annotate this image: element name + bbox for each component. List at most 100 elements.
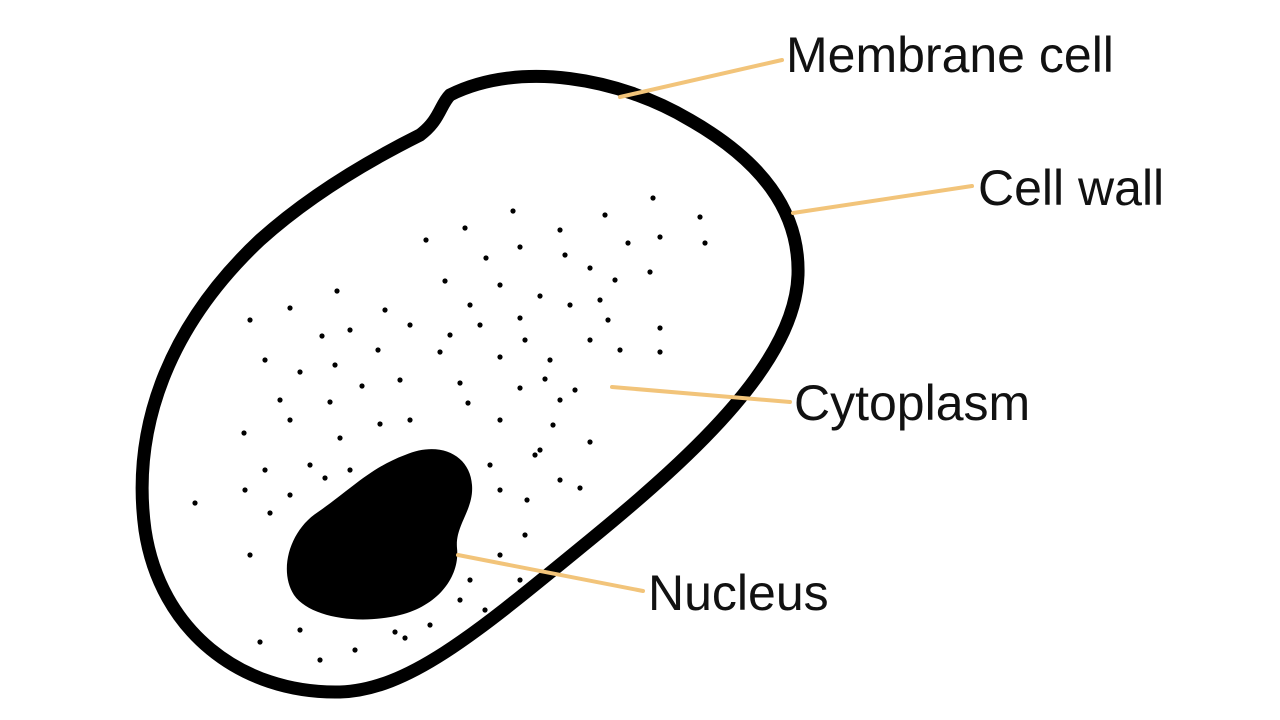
cytoplasm-dot [597, 297, 603, 303]
cytoplasm-dot [567, 302, 573, 308]
cytoplasm-dot [657, 349, 663, 355]
cytoplasm-dot [247, 552, 253, 558]
cytoplasm-dot [517, 385, 523, 391]
cytoplasm-dot [287, 305, 293, 311]
nucleus-leader-line [456, 553, 645, 593]
nucleus-shape [286, 449, 473, 620]
cytoplasm-dot [427, 622, 433, 628]
cytoplasm-dot [319, 333, 325, 339]
cytoplasm-dot [542, 376, 548, 382]
cytoplasm-dot [462, 225, 468, 231]
cytoplasm-dot [510, 208, 516, 214]
nucleus-label: Nucleus [648, 565, 829, 621]
cytoplasm-dot [562, 252, 568, 258]
cytoplasm-dot [577, 485, 583, 491]
cytoplasm-dot [262, 357, 268, 363]
cytoplasm-dot [352, 647, 358, 653]
cytoplasm-dot [327, 399, 333, 405]
cytoplasm-dot [407, 322, 413, 328]
cytoplasm-dot [347, 327, 353, 333]
cytoplasm-dot [602, 212, 608, 218]
cytoplasm-dot [497, 282, 503, 288]
cytoplasm-dot [587, 265, 593, 271]
cytoplasm-dot [407, 417, 413, 423]
cytoplasm-dot [262, 467, 268, 473]
cytoplasm-dot [334, 288, 340, 294]
cytoplasm-dot [647, 269, 653, 275]
cytoplasm-dot [612, 277, 618, 283]
cytoplasm-dot [547, 357, 553, 363]
cytoplasm-dot [487, 462, 493, 468]
cytoplasm-dot [402, 635, 408, 641]
cytoplasm-dot [522, 532, 528, 538]
cytoplasm-dot [532, 452, 538, 458]
cytoplasm-dot [650, 195, 656, 201]
cytoplasm-dot [557, 477, 563, 483]
cytoplasm-dot [359, 383, 365, 389]
cytoplasm-dot [697, 214, 703, 220]
cytoplasm-dot [192, 500, 198, 506]
cytoplasm-dot [457, 597, 463, 603]
cytoplasm-dot [241, 430, 247, 436]
cytoplasm-dot [467, 302, 473, 308]
cytoplasm-dot [497, 487, 503, 493]
cytoplasm-dot [382, 307, 388, 313]
cytoplasm-dot [442, 278, 448, 284]
cytoplasm-dot [337, 435, 343, 441]
cytoplasm-dot [477, 322, 483, 328]
cytoplasm-dot [347, 597, 353, 603]
cytoplasm-dot [297, 627, 303, 633]
cytoplasm-dot [257, 639, 263, 645]
cytoplasm-dot [287, 492, 293, 498]
cytoplasm-dot [537, 447, 543, 453]
cytoplasm-dot [427, 457, 433, 463]
membrane-cell-label: Membrane cell [786, 27, 1114, 83]
cytoplasm-dot [497, 417, 503, 423]
cytoplasm-dot [657, 325, 663, 331]
cytoplasm-dot [465, 400, 471, 406]
cytoplasm-dot [605, 317, 611, 323]
cytoplasm-dot [317, 657, 323, 663]
cytoplasm-dot [497, 354, 503, 360]
cytoplasm-dots [192, 195, 708, 663]
cytoplasm-dot [517, 244, 523, 250]
cytoplasm-dot [557, 397, 563, 403]
cytoplasm-dot [242, 487, 248, 493]
cytoplasm-dot [625, 240, 631, 246]
cytoplasm-dot [557, 227, 563, 233]
cytoplasm-leader-line [610, 385, 792, 404]
cytoplasm-dot [617, 347, 623, 353]
cytoplasm-dot [467, 577, 473, 583]
cytoplasm-dot [447, 332, 453, 338]
cytoplasm-dot [297, 369, 303, 375]
cytoplasm-dot [332, 362, 338, 368]
cytoplasm-dot [457, 380, 463, 386]
cytoplasm-dot [392, 629, 398, 635]
cytoplasm-dot [247, 317, 253, 323]
cytoplasm-dot [423, 237, 429, 243]
cytoplasm-dot [517, 315, 523, 321]
cytoplasm-dot [347, 467, 353, 473]
cytoplasm-dot [277, 397, 283, 403]
cytoplasm-dot [657, 234, 663, 240]
cytoplasm-dot [322, 475, 328, 481]
cytoplasm-dot [524, 497, 530, 503]
cytoplasm-dot [702, 240, 708, 246]
cytoplasm-dot [537, 293, 543, 299]
cytoplasm-dot [572, 387, 578, 393]
cytoplasm-dot [587, 439, 593, 445]
cytoplasm-dot [517, 577, 523, 583]
cytoplasm-dot [483, 255, 489, 261]
cytoplasm-dot [397, 377, 403, 383]
cytoplasm-dot [482, 607, 488, 613]
cytoplasm-dot [550, 422, 556, 428]
cytoplasm-dot [307, 462, 313, 468]
cytoplasm-dot [497, 552, 503, 558]
membrane-leader-line [618, 58, 784, 99]
cell-wall-leader-line [791, 184, 974, 215]
cytoplasm-dot [287, 417, 293, 423]
cytoplasm-dot [375, 347, 381, 353]
cytoplasm-dot [377, 421, 383, 427]
cytoplasm-dot [267, 510, 273, 516]
